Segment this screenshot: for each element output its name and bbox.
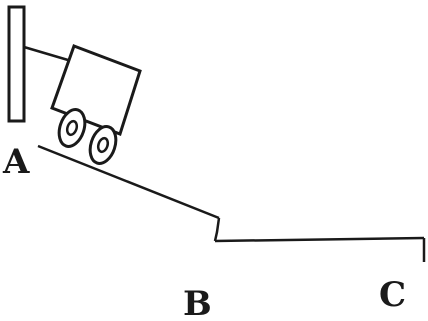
cart-wheel-front	[88, 125, 118, 165]
horizontal-surface-bc	[214, 236, 425, 243]
label-point-b: B	[183, 284, 212, 321]
label-point-a: A	[2, 142, 30, 182]
wall-block	[7, 5, 26, 123]
step-at-b	[213, 217, 221, 242]
incline-surface-ab	[37, 144, 220, 220]
cart-wheel-rear	[57, 108, 87, 148]
label-point-c: C	[379, 275, 406, 315]
connecting-string	[23, 45, 69, 62]
